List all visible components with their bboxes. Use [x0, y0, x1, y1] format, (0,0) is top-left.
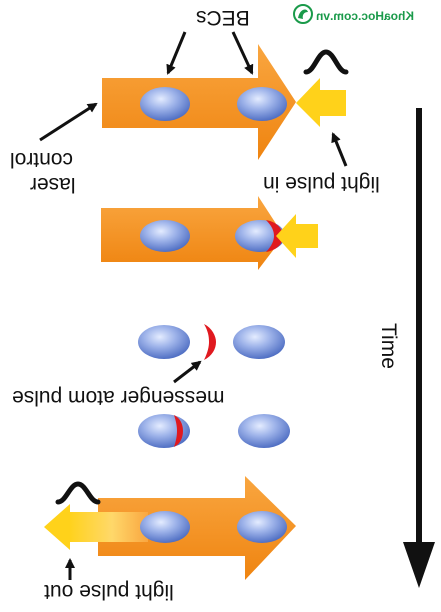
label-messenger-atom-pulse: messenger atom pulse	[12, 386, 224, 409]
label-control-laser-line1: control	[10, 148, 73, 171]
bec-left-stage-1	[140, 87, 190, 121]
light-pulse-stage-2	[276, 214, 318, 258]
bec-right-stage-5	[237, 511, 287, 543]
label-light-pulse-in: light pulse in	[263, 172, 380, 195]
light-pulse-in-arrow	[296, 78, 346, 127]
bec-right-stage-3	[233, 325, 285, 359]
bec-right-stage-4	[238, 414, 290, 448]
time-axis-arrowhead	[403, 542, 435, 588]
watermark-logo-icon	[293, 4, 313, 24]
bec-right-stage-1	[237, 87, 287, 121]
label-control-laser-line2: laser	[30, 173, 76, 196]
bec-left-stage-5	[140, 511, 190, 543]
control-laser-arrow	[102, 44, 296, 160]
messenger-pointer	[173, 360, 202, 384]
light-pulse-out-arrowhead	[44, 504, 70, 550]
becs-pointer-right	[231, 31, 254, 75]
control-laser-arrow-stage-5	[98, 476, 296, 580]
bec-left-stage-3	[138, 325, 190, 359]
watermark-text: KhoaHoc.com.vn	[316, 9, 414, 23]
stage-1-control-laser	[102, 44, 296, 160]
watermark-leaf-icon	[298, 9, 308, 19]
label-light-pulse-out: light pulse out	[44, 580, 174, 603]
light-pulse-out-tail	[68, 512, 148, 542]
becs-pointer-left	[166, 31, 187, 75]
light-pulse-out-shape-icon	[55, 481, 101, 505]
control-laser-arrow-stage-2	[101, 196, 284, 270]
label-becs: BECs	[196, 6, 250, 29]
stage-5-control-laser	[44, 476, 296, 580]
stage-2-control-laser	[101, 196, 284, 270]
messenger-atom-pulse	[204, 324, 216, 360]
control-laser-pointer	[39, 102, 98, 142]
watermark: KhoaHoc.com.vn	[293, 4, 414, 24]
messenger-absorbed-stage-4	[174, 415, 183, 447]
light-pulse-in-shape-icon	[303, 49, 349, 75]
label-time: Time	[377, 323, 400, 369]
bec-left-stage-2	[140, 220, 190, 252]
light-pulse-in-pointer	[331, 132, 348, 167]
messenger-stored-stage-2	[266, 220, 283, 252]
